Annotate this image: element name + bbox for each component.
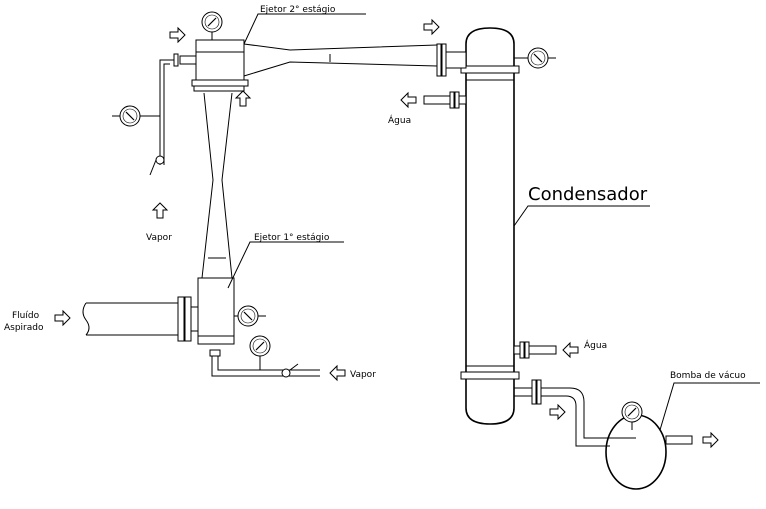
to-condenser-arrow xyxy=(423,19,440,35)
water-inlet-pipe xyxy=(513,341,579,359)
label-fluid-1: Fluído xyxy=(12,311,40,321)
water-out-arrow xyxy=(400,92,417,108)
water-in-arrow xyxy=(562,342,579,358)
label-steam-bottom: Vapor xyxy=(350,370,376,380)
ejector-1st-stage xyxy=(54,92,346,381)
steam-arrow-2nd xyxy=(169,27,186,43)
label-fluid-2: Aspirado xyxy=(4,323,44,333)
ejector2-up-arrow xyxy=(235,90,251,107)
condenser-pressure-gauge xyxy=(514,47,557,69)
label-steam-top: Vapor xyxy=(146,233,172,243)
condensate-arrow xyxy=(549,404,566,420)
label-ejector-1st: Ejetor 1° estágio xyxy=(254,233,330,243)
fluid-inlet-arrow xyxy=(54,310,71,326)
steam-inlet-arrow-top xyxy=(152,202,168,219)
steam-inlet-arrow-bottom xyxy=(329,365,346,381)
label-water-bottom: Água xyxy=(584,339,607,351)
condenser-vessel xyxy=(460,27,520,425)
pump-suction-pipe xyxy=(514,379,610,447)
label-water-top: Água xyxy=(388,114,411,126)
water-outlet-pipe xyxy=(400,91,467,109)
label-ejector-2nd: Ejetor 2° estágio xyxy=(260,5,336,15)
pump-outlet-arrow xyxy=(702,432,719,448)
ejector-2nd-stage xyxy=(111,11,467,219)
label-condenser: Condensador xyxy=(528,184,648,205)
vacuum-pump xyxy=(605,382,760,490)
label-vacuum-pump: Bomba de vácuo xyxy=(670,371,746,381)
